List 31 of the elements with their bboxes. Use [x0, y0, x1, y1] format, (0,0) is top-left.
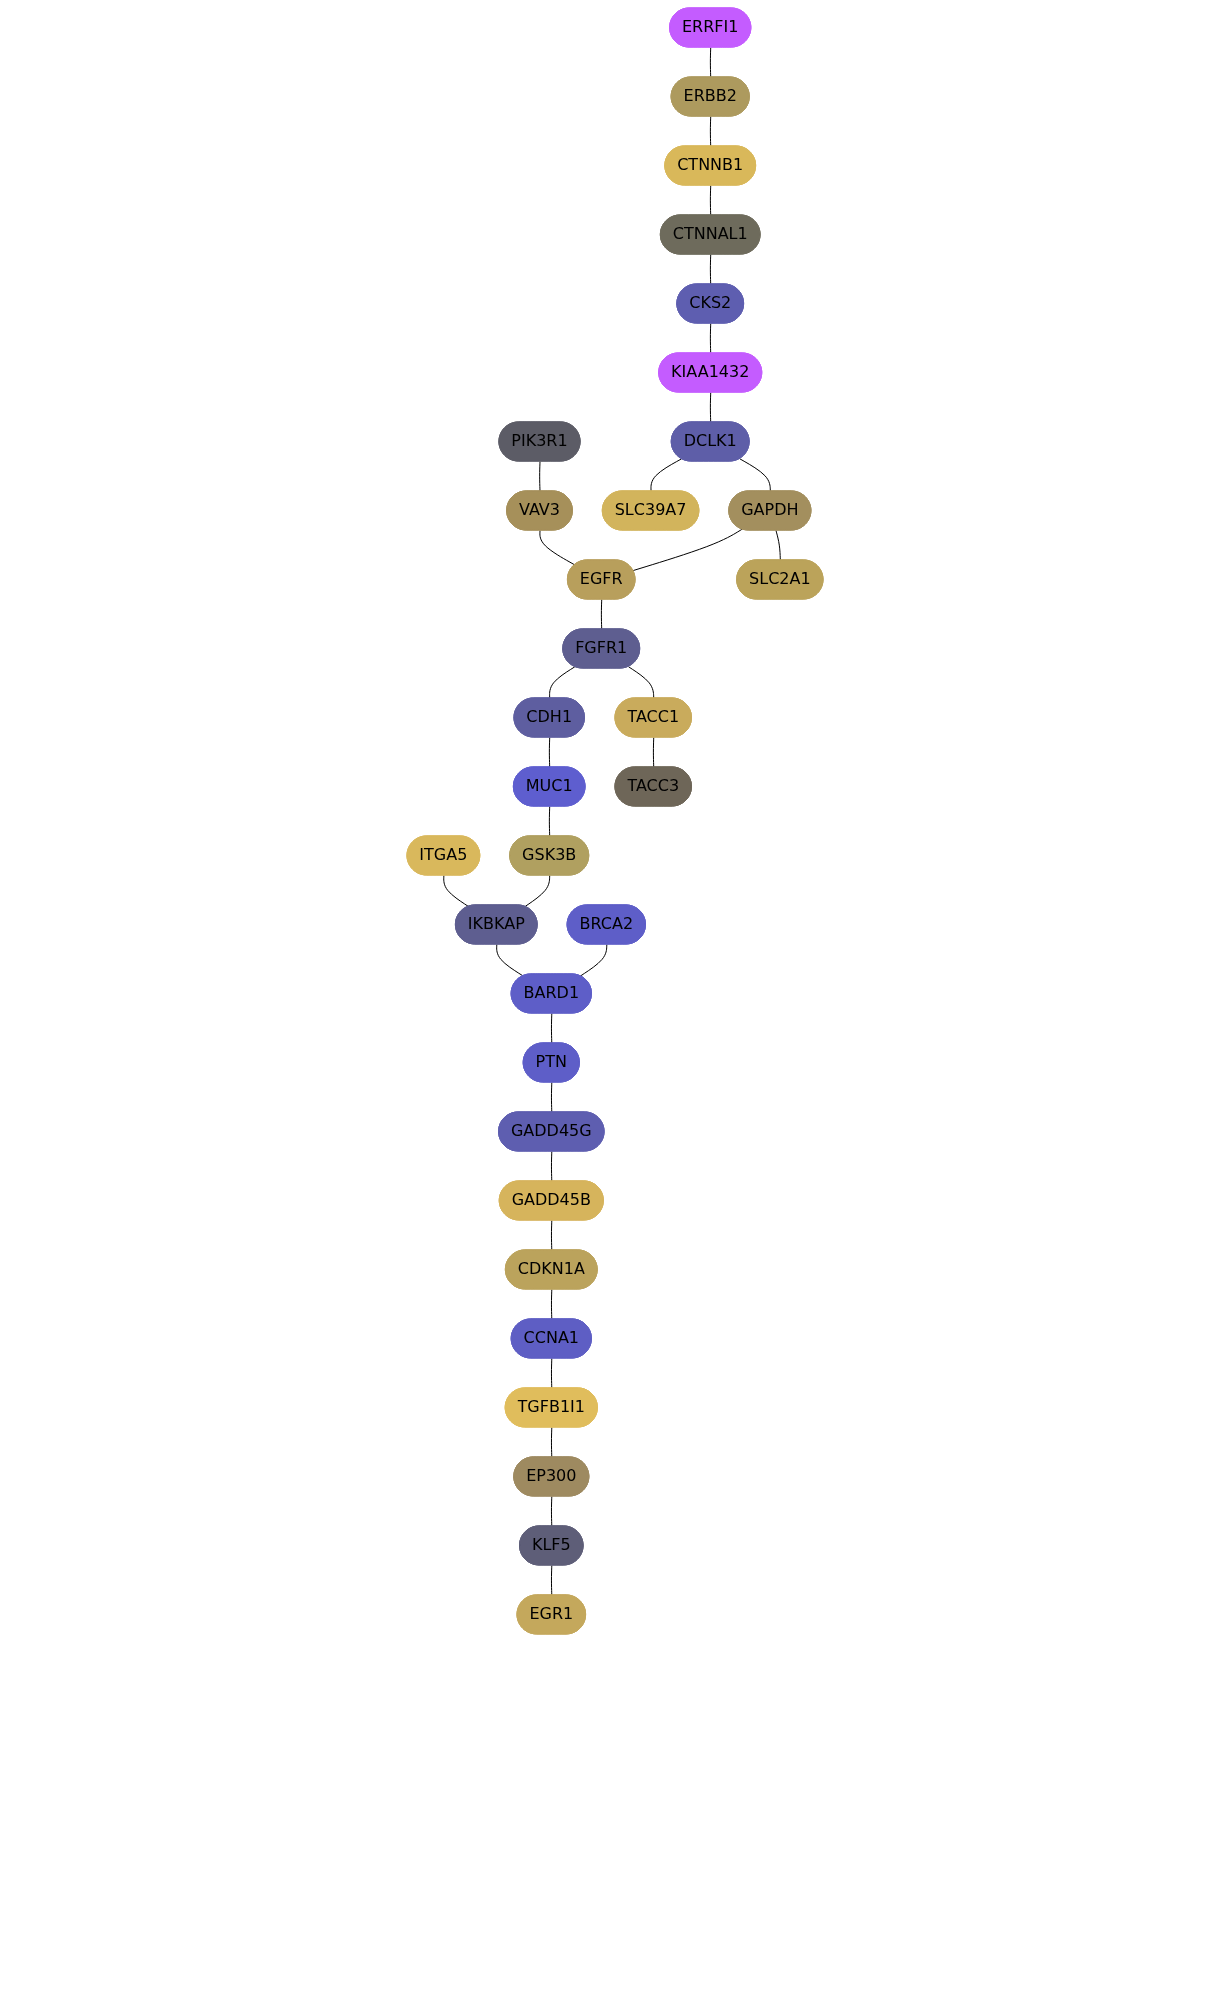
connector: [709, 185, 711, 216]
connector: [709, 323, 711, 354]
connector: [600, 599, 602, 630]
connector: [652, 736, 654, 768]
connector: [709, 254, 711, 285]
connector: [523, 874, 550, 908]
connector: [550, 1150, 552, 1182]
connector: [709, 392, 711, 423]
connector: [709, 47, 711, 78]
connector: [550, 1495, 552, 1527]
connector: [632, 528, 743, 572]
connector: [709, 116, 711, 147]
connector: [550, 1564, 552, 1596]
connector: [550, 1426, 552, 1458]
connector: [738, 458, 771, 492]
connector: [550, 1288, 552, 1320]
connector: [775, 530, 781, 561]
connector: [550, 1081, 552, 1113]
connector: [495, 943, 524, 977]
connector: [550, 1357, 552, 1389]
connector: [548, 736, 550, 768]
connector: [548, 805, 550, 837]
connector: [442, 874, 469, 908]
connector: [538, 461, 540, 492]
connector: [538, 530, 575, 566]
connector: [579, 943, 607, 977]
connector: [550, 1012, 552, 1044]
connector: [627, 666, 654, 699]
connector: [550, 1219, 552, 1251]
connector: [649, 458, 682, 492]
connector: [548, 666, 575, 699]
